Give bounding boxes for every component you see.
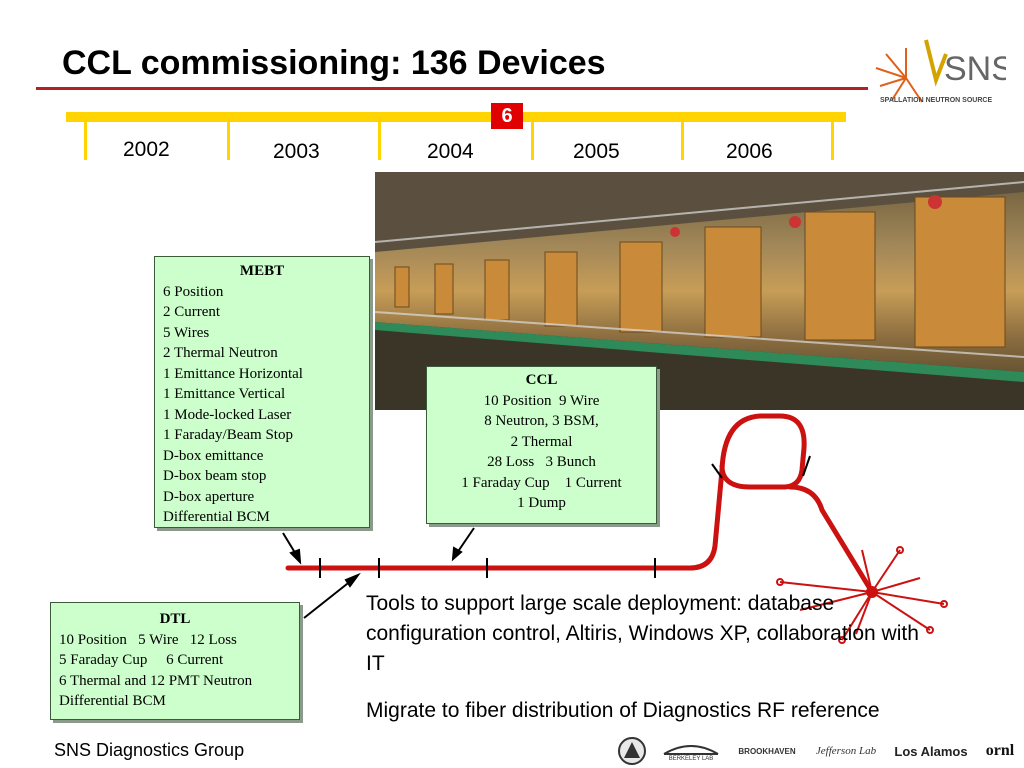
year-label: 2004 [427, 140, 474, 163]
timeline-tick [681, 122, 684, 160]
mebt-line: 5 Wires [163, 324, 210, 341]
berkeley-lab-logo: BERKELEY LAB [660, 736, 722, 766]
timeline-tick [531, 122, 534, 160]
timeline-tick [831, 122, 834, 160]
mebt-line: Differential BCM [163, 509, 270, 525]
ccl-title: CCL [525, 372, 558, 388]
mebt-device-box: MEBT 6 Position 2 Current 5 Wires 2 Ther… [154, 256, 370, 528]
year-label: 2005 [573, 140, 620, 163]
footer-group-name: SNS Diagnostics Group [54, 740, 245, 760]
svg-text:SPALLATION NEUTRON SOURCE: SPALLATION NEUTRON SOURCE [880, 97, 992, 104]
dtl-line: Differential BCM [59, 693, 166, 709]
dtl-line: 10 Position 5 Wire 12 Loss [59, 631, 237, 648]
title-underline [36, 87, 868, 90]
year-label: 2003 [273, 140, 320, 163]
timeline-tick [227, 122, 230, 160]
ccl-line: 2 Thermal [510, 433, 573, 450]
mebt-line: D-box beam stop [163, 468, 267, 484]
mebt-line: 2 Current [163, 304, 221, 320]
timeline-tick [84, 122, 87, 160]
slide-title: CCL commissioning: 136 Devices [62, 44, 606, 82]
year-label: 2002 [123, 138, 170, 161]
ccl-line: 1 Dump [517, 495, 566, 511]
mebt-line: 1 Faraday/Beam Stop [163, 427, 293, 443]
dtl-line: 5 Faraday Cup 6 Current [59, 652, 224, 668]
dtl-device-box: DTL 10 Position 5 Wire 12 Loss 5 Faraday… [50, 602, 300, 720]
mebt-line: 1 Emittance Vertical [163, 386, 286, 402]
migrate-bullet: Migrate to fiber distribution of Diagnos… [366, 699, 880, 722]
svg-text:SNS: SNS [944, 50, 1006, 88]
dtl-line: 6 Thermal and 12 PMT Neutron [59, 672, 253, 689]
timeline-marker: 6 [491, 103, 523, 129]
ccl-line: 28 Loss 3 Bunch [487, 454, 596, 470]
tools-bullet: Tools to support large scale deployment:… [366, 592, 919, 675]
mebt-line: D-box aperture [163, 488, 255, 505]
ccl-device-box: CCL 10 Position 9 Wire 8 Neutron, 3 BSM,… [426, 366, 657, 524]
timeline-bar [66, 112, 846, 122]
mebt-line: 1 Mode-locked Laser [163, 406, 292, 423]
jefferson-lab-logo: Jefferson Lab [815, 745, 877, 757]
ccl-line: 10 Position 9 Wire [483, 392, 600, 409]
ornl-logo: ornl [985, 742, 1015, 759]
mebt-line: 1 Emittance Horizontal [163, 365, 303, 382]
dtl-title: DTL [159, 611, 191, 627]
sns-logo: SNS SPALLATION NEUTRON SOURCE [866, 28, 1014, 120]
mebt-line: 2 Thermal Neutron [163, 345, 278, 361]
mebt-title: MEBT [239, 263, 285, 279]
year-label: 2006 [726, 140, 773, 163]
ccl-line: 8 Neutron, 3 BSM, [484, 413, 599, 429]
timeline-tick [378, 122, 381, 160]
sunburst-icon [875, 48, 923, 103]
mebt-line: 6 Position [163, 283, 224, 300]
los-alamos-logo: Los Alamos [894, 743, 968, 759]
doe-seal-icon [612, 736, 652, 766]
mebt-line: D-box emittance [163, 447, 264, 464]
ccl-line: 1 Faraday Cup 1 Current [461, 474, 622, 491]
brookhaven-logo: BROOKHAVEN [738, 746, 796, 756]
